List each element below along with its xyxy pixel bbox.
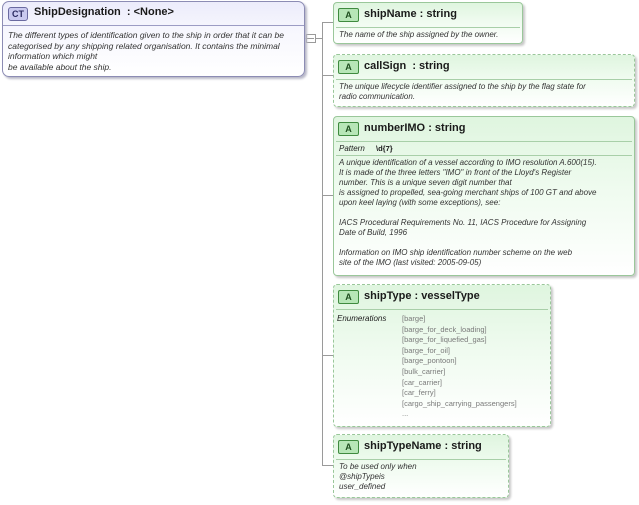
- connector-branch-shipname: [316, 38, 323, 39]
- element-divider: [336, 141, 632, 142]
- complex-type-title: ShipDesignation : <None>: [34, 6, 174, 18]
- enumerations-list: [barge] [barge_for_deck_loading] [barge_…: [402, 314, 517, 420]
- connector-trunk: [322, 22, 323, 447]
- element-callsign[interactable]: A callSign : string The unique lifecycle…: [333, 54, 635, 107]
- connector-trunk-end: [322, 447, 323, 466]
- element-title: shipType : vesselType: [364, 290, 480, 302]
- element-header: A shipTypeName : string: [334, 435, 508, 459]
- connector-branch-numberimo: [322, 195, 334, 196]
- connector-ct-horizontal: [305, 38, 314, 39]
- element-header: A shipType : vesselType: [334, 285, 550, 309]
- enumerations-section: Enumerations [barge] [barge_for_deck_loa…: [334, 310, 550, 425]
- element-title: shipName : string: [364, 8, 457, 20]
- element-type: : string: [428, 122, 466, 134]
- connector-branch-shiptype: [322, 355, 334, 356]
- element-title: numberIMO : string: [364, 122, 465, 134]
- element-name: shipTypeName: [364, 440, 442, 452]
- attribute-badge: A: [338, 290, 359, 304]
- enumeration-item: [car_ferry]: [402, 388, 436, 398]
- element-divider: [336, 27, 520, 28]
- connector-sequence-box: [306, 34, 316, 43]
- enumeration-item: [car_carrier]: [402, 377, 443, 387]
- element-divider: [336, 79, 632, 80]
- element-divider: [336, 459, 506, 460]
- complex-type-header: CT ShipDesignation : <None>: [3, 2, 304, 26]
- connector-branch-shiptypename: [322, 465, 334, 466]
- pattern-value: \d{7}: [376, 144, 393, 153]
- complex-type-type: : <None>: [126, 6, 174, 18]
- enumeration-item: ...: [402, 409, 409, 419]
- attribute-badge: A: [338, 122, 359, 136]
- complex-type-name: ShipDesignation: [34, 6, 121, 18]
- enumeration-item: [bulk_carrier]: [402, 366, 446, 376]
- pattern-facet: Pattern \d{7}: [334, 142, 634, 155]
- element-documentation: To be used only when @shipTypeis user_de…: [339, 462, 417, 491]
- complex-type-badge: CT: [8, 7, 28, 21]
- connector-branch-callsign: [322, 75, 334, 76]
- element-type: : string: [419, 8, 457, 20]
- element-name: shipName: [364, 8, 417, 20]
- element-numberimo[interactable]: A numberIMO : string Pattern \d{7} A uni…: [333, 116, 635, 276]
- element-type: : vesselType: [414, 290, 480, 302]
- element-title: callSign : string: [364, 60, 450, 72]
- element-documentation: The unique lifecycle identifier assigned…: [339, 82, 586, 101]
- enumeration-item: [barge_pontoon]: [402, 356, 457, 366]
- enumerations-label: Enumerations: [337, 314, 387, 323]
- enumeration-item: [cargo_ship_carrying_passengers]: [402, 398, 517, 408]
- element-type: : string: [444, 440, 482, 452]
- element-name: callSign: [364, 60, 407, 72]
- enumeration-item: [barge_for_deck_loading]: [402, 324, 487, 334]
- enumeration-item: [barge]: [402, 314, 426, 323]
- element-header: A shipName : string: [334, 3, 522, 27]
- element-documentation: A unique identification of a vessel acco…: [339, 158, 597, 267]
- element-type: : string: [412, 60, 450, 72]
- attribute-badge: A: [338, 440, 359, 454]
- element-divider: [336, 309, 548, 310]
- element-header: A numberIMO : string: [334, 117, 634, 141]
- enumeration-item: [barge_for_oil]: [402, 345, 450, 355]
- attribute-badge: A: [338, 60, 359, 74]
- pattern-label: Pattern: [339, 144, 365, 153]
- element-name: shipType: [364, 290, 412, 302]
- element-shipname[interactable]: A shipName : string The name of the ship…: [333, 2, 523, 44]
- element-title: shipTypeName : string: [364, 440, 482, 452]
- element-name: numberIMO: [364, 122, 426, 134]
- attribute-badge: A: [338, 8, 359, 22]
- element-documentation: The name of the ship assigned by the own…: [339, 30, 499, 39]
- complex-type-box[interactable]: CT ShipDesignation : <None> The differen…: [2, 1, 305, 77]
- connector-branch-shipname-h: [322, 22, 334, 23]
- element-shiptype[interactable]: A shipType : vesselType Enumerations [ba…: [333, 284, 551, 427]
- enumeration-item: [barge_for_liquefied_gas]: [402, 335, 487, 345]
- complex-type-documentation: The different types of identification gi…: [8, 30, 284, 72]
- element-header: A callSign : string: [334, 55, 634, 79]
- element-divider: [336, 155, 632, 156]
- element-shiptypename[interactable]: A shipTypeName : string To be used only …: [333, 434, 509, 498]
